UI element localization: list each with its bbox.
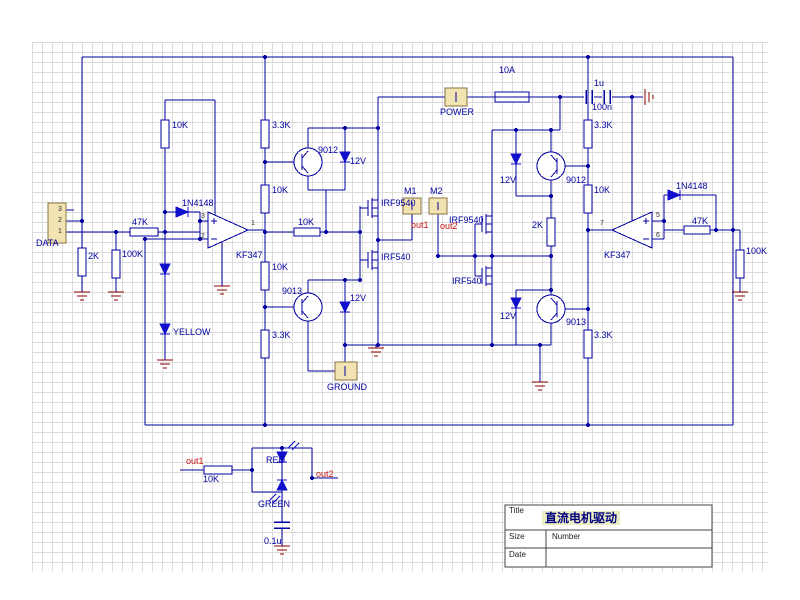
- label-res-47k-right: 47K: [692, 216, 709, 226]
- label-opamp-left-name: KF347: [236, 250, 263, 260]
- label-led-red-name: RED: [266, 455, 286, 465]
- junction-dots: [80, 55, 735, 480]
- label-titleblock-number-label: Number: [552, 532, 581, 541]
- label-bjt-9013-right: 9013: [566, 317, 587, 327]
- label-led-green-name: GREEN: [258, 499, 291, 509]
- label-mosfet-irf9540-left: IRF9540: [381, 198, 416, 208]
- label-cap-01u-value: 0.1u: [264, 536, 282, 546]
- port-symbols[interactable]: [47, 87, 468, 381]
- label-net-out2-mid: out2: [440, 221, 458, 231]
- label-res-47k-left: 47K: [132, 217, 149, 227]
- opamp-symbols[interactable]: [207, 211, 653, 249]
- label-res-10k-left-2: 10K: [272, 185, 289, 195]
- label-ground-port-name: GROUND: [327, 382, 367, 392]
- diode-1n4148-right-icon: [667, 189, 682, 201]
- label-mosfet-irf540-left: IRF540: [381, 252, 411, 262]
- label-diode-1n4148-right: 1N4148: [676, 181, 708, 191]
- label-opamp-left-pin1: 1: [251, 220, 255, 227]
- label-titleblock-title-value: 直流电机驱动: [542, 511, 621, 525]
- label-net-out1-mid: out1: [411, 220, 429, 230]
- ground-port: [334, 361, 358, 381]
- label-mosfet-irf9540-right: IRF9540: [449, 215, 484, 225]
- label-zener-12v-left-bot: 12V: [350, 293, 367, 303]
- label-bjt-9012-right: 9012: [566, 175, 587, 185]
- diode-symbols[interactable]: [159, 151, 682, 504]
- label-mosfet-irf540-right: IRF540: [452, 276, 482, 286]
- ground-symbols: [74, 89, 748, 555]
- label-res-10k-bottom: 10K: [203, 474, 220, 484]
- label-titleblock-date-label: Date: [509, 550, 526, 559]
- label-bjt-9013-left: 9013: [282, 286, 303, 296]
- label-net-out1-bottom: out1: [186, 456, 204, 466]
- m2-port: [428, 197, 448, 215]
- label-data-pin-1: 1: [58, 228, 62, 235]
- label-port-m1-name: M1: [404, 186, 417, 196]
- led-green-icon: [268, 478, 288, 504]
- label-res-100k-right: 100K: [746, 246, 768, 256]
- label-res-100k-left: 100K: [122, 249, 144, 259]
- label-res-3k3-right-bot: 3.3K: [594, 330, 613, 340]
- label-data-pin-2: 2: [58, 217, 62, 224]
- led-red-icon: [276, 440, 300, 464]
- label-led-yellow-name: YELLOW: [173, 327, 211, 337]
- label-cap-1u-value: 1u: [594, 78, 605, 88]
- label-opamp-left-pin2: 2: [201, 233, 205, 240]
- wire-segments: [66, 56, 741, 546]
- label-opamp-right-name: KF347: [604, 250, 631, 260]
- label-res-2k-left: 2K: [88, 251, 100, 261]
- label-diode-1n4148-left: 1N4148: [182, 198, 214, 208]
- label-zener-12v-right-bot: 12V: [500, 311, 517, 321]
- label-fuse-rating: 10A: [499, 65, 516, 75]
- resistor-symbols[interactable]: [77, 91, 745, 475]
- label-res-10k-left-3: 10K: [272, 262, 289, 272]
- fuse-symbol[interactable]: [494, 91, 530, 103]
- capacitor-symbols[interactable]: [274, 90, 611, 529]
- schematic-grid: [32, 42, 768, 572]
- label-res-3k3-right-top: 3.3K: [594, 120, 613, 130]
- label-bjt-9012-left: 9012: [318, 145, 339, 155]
- label-titleblock-size-label: Size: [509, 532, 525, 541]
- mosfet-symbols[interactable]: [367, 198, 492, 286]
- zener-12v-left-bot-icon: [339, 301, 351, 314]
- diode-1n4148-left-icon: [175, 206, 190, 218]
- zener-12v-right-bot-icon: [510, 297, 522, 310]
- label-res-3k3-left-top: 3.3K: [272, 120, 291, 130]
- power-port: [444, 87, 468, 107]
- label-port-m2-name: M2: [430, 186, 443, 196]
- m1-port: [402, 197, 422, 215]
- label-opamp-right-pin7: 7: [600, 220, 604, 227]
- label-cap-100n-value: 100n: [592, 102, 613, 112]
- label-res-10k-right: 10K: [594, 185, 611, 195]
- bjt-symbols[interactable]: [293, 147, 566, 324]
- zener-12v-left-top-icon: [339, 151, 351, 164]
- data-connector: [47, 202, 67, 244]
- label-titleblock-title-label: Title: [509, 506, 524, 515]
- label-opamp-right-pin5: 5: [656, 212, 660, 219]
- label-res-2k-right: 2K: [532, 220, 544, 230]
- zener-12v-right-top-icon: [510, 153, 522, 166]
- label-zener-12v-left-top: 12V: [350, 156, 367, 166]
- label-data-connector-name: DATA: [36, 238, 59, 248]
- label-net-out2-bottom: out2: [316, 469, 334, 479]
- label-power-port-name: POWER: [440, 107, 475, 117]
- label-data-pin-3: 3: [58, 206, 62, 213]
- label-res-3k3-left-bot: 3.3K: [272, 330, 291, 340]
- diode-clamp-icon: [159, 263, 171, 276]
- label-res-10k-mid: 10K: [298, 217, 315, 227]
- label-opamp-left-pin3: 3: [201, 213, 205, 220]
- led-yellow-icon: [159, 323, 171, 336]
- label-zener-12v-right-top: 12V: [500, 175, 517, 185]
- label-res-10k-topleft: 10K: [172, 120, 189, 130]
- label-opamp-right-pin6: 6: [656, 232, 660, 239]
